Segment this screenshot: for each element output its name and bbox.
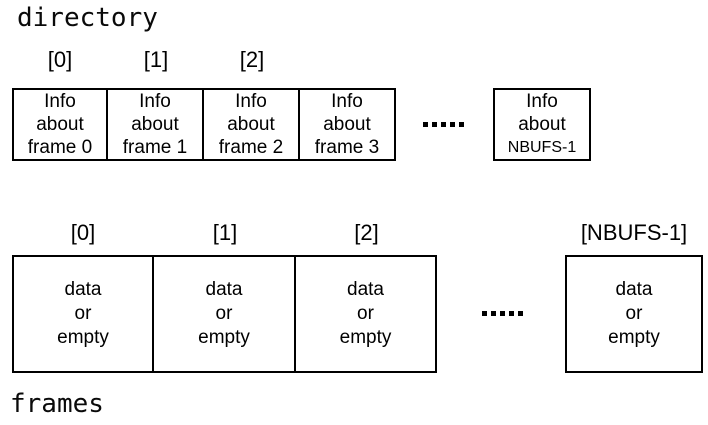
cell-line: frame 3 (314, 137, 380, 158)
cell-line: NBUFS-1 (507, 139, 577, 156)
cell-line: data (205, 279, 243, 300)
cell-line: empty (339, 327, 392, 348)
cell-line: data (615, 279, 653, 300)
cell-line: data (347, 279, 384, 300)
cell-line: about (518, 114, 566, 135)
cell-line: Info (235, 91, 267, 112)
cell-line: or (357, 303, 374, 324)
cell-line: or (74, 303, 92, 324)
directory-index-1: [1] (143, 47, 169, 72)
directory-title: directory (17, 3, 158, 33)
ellipsis-icon (482, 311, 523, 316)
cell-line: Info (331, 91, 363, 112)
directory-cell-1: Info about frame 1 (108, 88, 204, 161)
directory-cell-0: Info about frame 0 (12, 88, 108, 161)
frames-cell-nbufs-1: data or empty (565, 255, 703, 373)
frames-index-1: [1] (212, 220, 238, 245)
cell-line: Info (526, 91, 558, 112)
cell-line: frame 0 (27, 137, 93, 158)
frames-title: frames (10, 389, 104, 419)
frames-index-nbufs-1: [NBUFS-1] (580, 220, 688, 245)
frames-cell-1: data or empty (154, 255, 296, 373)
frames-array: data or empty data or empty data or empt… (12, 255, 437, 373)
directory-index-2: [2] (239, 47, 265, 72)
directory-cell-nbufs-1: Info about NBUFS-1 (493, 88, 591, 161)
cell-line: empty (57, 327, 109, 348)
frames-index-2: [2] (354, 220, 379, 245)
cell-line: Info (44, 91, 76, 112)
cell-line: about (36, 114, 84, 135)
frames-index-0: [0] (70, 220, 96, 245)
ellipsis-icon (423, 122, 464, 127)
cell-line: about (323, 114, 371, 135)
cell-line: frame 1 (122, 137, 188, 158)
cell-line: empty (198, 327, 250, 348)
cell-line: or (215, 303, 233, 324)
cell-line: Info (139, 91, 171, 112)
frames-cell-2: data or empty (296, 255, 437, 373)
cell-line: about (227, 114, 275, 135)
cell-line: empty (608, 327, 660, 348)
cell-line: or (625, 303, 643, 324)
directory-cell-3: Info about frame 3 (300, 88, 396, 161)
directory-cell-2: Info about frame 2 (204, 88, 300, 161)
directory-array: Info about frame 0 Info about frame 1 In… (12, 88, 396, 161)
cell-line: frame 2 (218, 137, 284, 158)
cell-line: about (131, 114, 179, 135)
cell-line: data (64, 279, 102, 300)
directory-index-0: [0] (47, 47, 73, 72)
frames-cell-0: data or empty (12, 255, 154, 373)
